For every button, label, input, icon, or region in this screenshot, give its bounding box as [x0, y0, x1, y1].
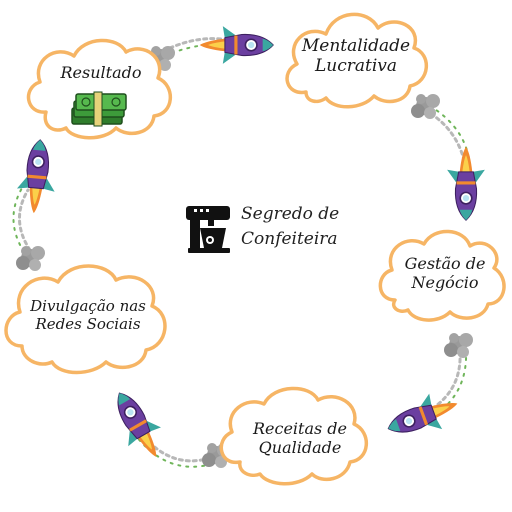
- center-title: Segredo de Confeiteira: [241, 204, 340, 249]
- step-label-mentalidade: Mentalidade Lucrativa: [301, 36, 411, 77]
- smoke-puff-5: [16, 246, 45, 271]
- step-label-divulgacao: Divulgação nas Redes Sociais: [30, 297, 146, 333]
- stand-mixer-icon: [186, 206, 230, 253]
- cloud-divulgacao: [4, 264, 167, 375]
- rocket-icon: [381, 384, 465, 448]
- step-label-resultado: Resultado: [60, 63, 142, 82]
- cloud-resultado: [26, 38, 173, 140]
- cloud-gestao: [378, 229, 506, 322]
- step-label-receitas: Receitas de Qualidade: [252, 419, 348, 457]
- cloud-receitas: [219, 386, 369, 486]
- rocket-icon: [446, 145, 486, 221]
- step-label-gestao: Gestão de Negócio: [404, 254, 486, 292]
- smoke-puff-2: [411, 94, 440, 119]
- trail-divulgacao-resultado: [12, 187, 32, 253]
- cloud-mentalidade: [285, 12, 429, 109]
- smoke-puff-3: [444, 333, 473, 358]
- money-stack-icon: [71, 91, 127, 127]
